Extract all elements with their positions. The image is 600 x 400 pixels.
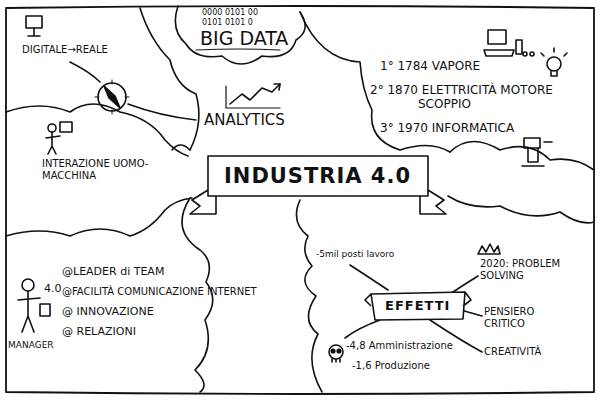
map-label: @ RELAZIONI bbox=[62, 326, 136, 339]
map-label: 0000 0101 00 bbox=[202, 8, 258, 17]
map-label: INTERAZIONE UOMO-MACCHINA bbox=[42, 158, 162, 181]
map-label: 2020: PROBLEM SOLVING bbox=[480, 258, 578, 281]
map-label: CREATIVITÀ bbox=[484, 346, 541, 358]
map-label: PENSIERO CRITICO bbox=[484, 306, 556, 329]
map-label: 0101 0101 0 bbox=[202, 18, 253, 27]
map-label: MANAGER bbox=[8, 340, 54, 350]
effects-box: EFFETTI bbox=[375, 292, 461, 319]
map-label: ANALYTICS bbox=[204, 112, 285, 129]
map-label: -5mil posti lavoro bbox=[316, 249, 394, 259]
map-label: 3° 1970 INFORMATICA bbox=[380, 122, 514, 136]
map-label: 2° 1870 ELETTRICITÀ MOTORE SCOPPIO bbox=[370, 84, 596, 112]
node-text: INDUSTRIA 4.0 bbox=[224, 164, 412, 188]
map-label: 4.0 bbox=[44, 283, 62, 296]
map-label: 1° 1784 VAPORE bbox=[380, 60, 480, 74]
map-label: BIG DATA bbox=[200, 28, 288, 50]
map-label: -1,6 Produzione bbox=[352, 360, 430, 372]
node-text: EFFETTI bbox=[385, 298, 451, 313]
title-banner: INDUSTRIA 4.0 bbox=[208, 156, 428, 196]
map-label: @FACILITÀ COMUNICAZIONE INTERNET bbox=[62, 286, 257, 298]
map-label: @LEADER di TEAM bbox=[62, 266, 164, 279]
map-label: -4,8 Amministrazione bbox=[346, 340, 453, 352]
map-label: DIGITALE→REALE bbox=[22, 44, 108, 56]
map-label: @ INNOVAZIONE bbox=[62, 306, 154, 319]
